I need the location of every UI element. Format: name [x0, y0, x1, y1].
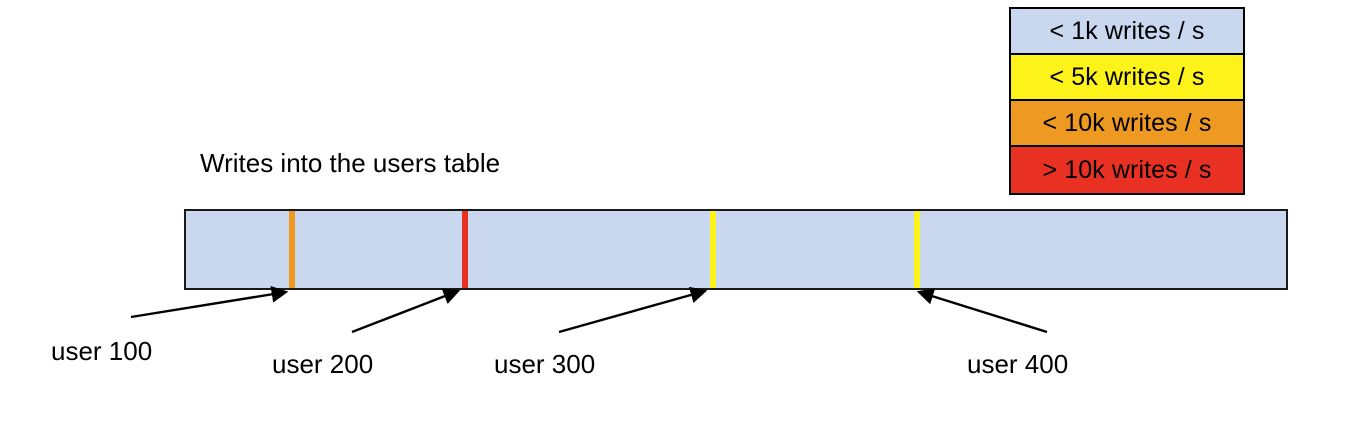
legend-row-over-10k: > 10k writes / s: [1011, 147, 1243, 193]
legend-label: > 10k writes / s: [1042, 155, 1212, 184]
marker-stripe-user-200: [462, 211, 468, 288]
marker-stripe-user-300: [710, 211, 716, 288]
arrow-user-400: [916, 288, 1048, 334]
keyspace-band: [184, 209, 1288, 290]
legend-label: < 10k writes / s: [1042, 108, 1212, 137]
legend-label: < 1k writes / s: [1049, 16, 1205, 45]
legend-label: < 5k writes / s: [1049, 62, 1205, 91]
marker-stripe-user-100: [289, 211, 295, 288]
arrow-user-300: [558, 286, 708, 334]
legend-row-under-5k: < 5k writes / s: [1011, 55, 1243, 101]
page-title: Writes into the users table: [200, 148, 501, 178]
legend-row-under-10k: < 10k writes / s: [1011, 101, 1243, 147]
legend: < 1k writes / s < 5k writes / s < 10k wr…: [1009, 7, 1245, 195]
callout-label-user-200: user 200: [272, 349, 374, 379]
callout-label-user-400: user 400: [967, 349, 1069, 379]
arrow-user-200: [351, 288, 461, 334]
callout-label-user-100: user 100: [51, 336, 153, 366]
legend-row-under-1k: < 1k writes / s: [1011, 9, 1243, 55]
callout-label-user-300: user 300: [494, 349, 596, 379]
marker-stripe-user-400: [914, 211, 920, 288]
arrow-user-100: [130, 286, 289, 319]
